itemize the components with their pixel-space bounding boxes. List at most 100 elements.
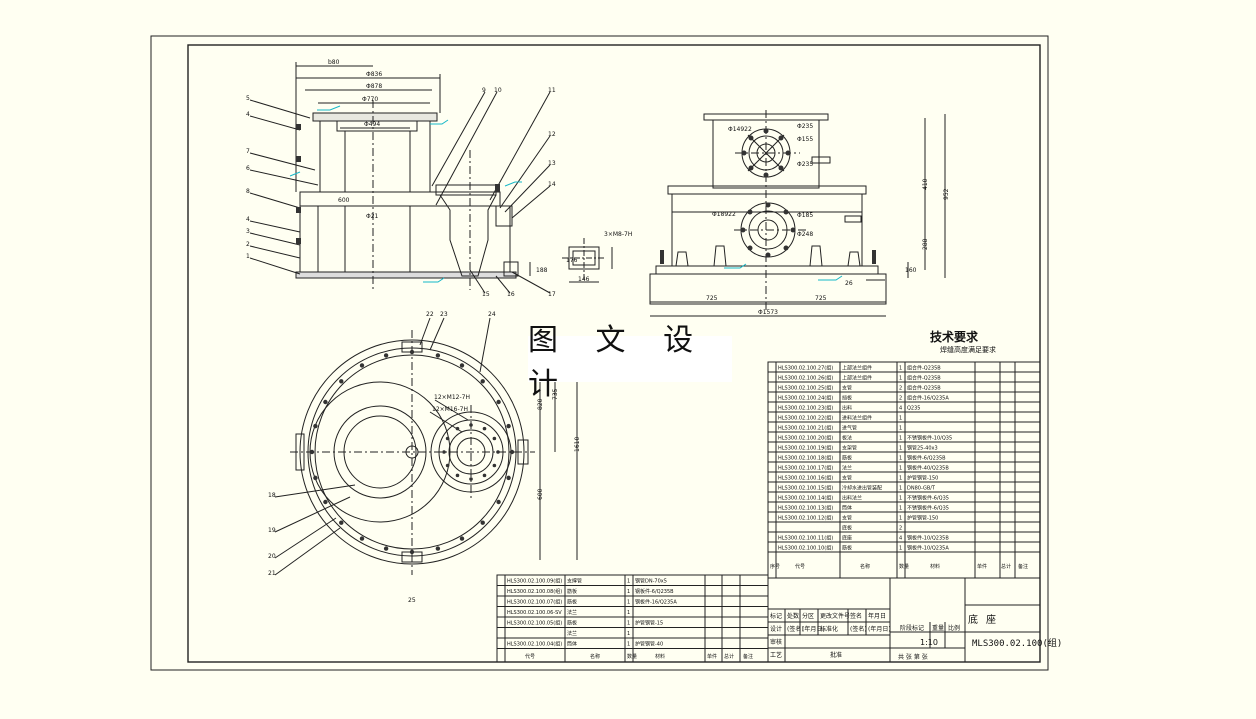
weight-label: 重量: [932, 624, 944, 632]
parts-cell: 组合件-Q235B: [907, 375, 941, 382]
bolt-hole: [323, 399, 328, 405]
parts-cell: 组合件-Q235B: [907, 365, 941, 372]
parts-cell: 底座: [842, 535, 852, 542]
dimension-label: 288: [922, 238, 929, 250]
bolt-hole: [469, 423, 473, 427]
parts-header: 数量: [627, 653, 637, 660]
parts-header: 总计: [724, 653, 734, 660]
balloon-number: 25: [408, 597, 416, 604]
bolt-hole: [492, 463, 497, 468]
standard-sign: (签名): [850, 625, 867, 633]
balloon-number: 9: [482, 87, 486, 94]
parts-cell: 2: [899, 526, 902, 532]
parts-cell: 护管钢管-150: [907, 475, 938, 482]
parts-cell: 钢板件-6/Q235B: [907, 455, 946, 462]
balloon-number: 11: [548, 87, 556, 94]
parts-cell: HLS300.02.100.18(组): [778, 455, 833, 462]
parts-cell: HLS300.02.100.24(组): [778, 395, 833, 402]
process-label: 工艺: [770, 651, 782, 659]
parts-header: 名称: [860, 563, 870, 570]
plan-bolts: [309, 349, 515, 555]
parts-cell: 组合件-16/Q235A: [907, 395, 949, 402]
bolt-hole: [480, 379, 485, 384]
balloon-number: 8: [246, 188, 250, 195]
dimension-label: 600: [338, 197, 350, 204]
balloon-number: 17: [548, 291, 556, 298]
bolt-hole: [409, 349, 415, 355]
parts-cell: HLS300.02.100.16(组): [778, 475, 833, 482]
dimension-label: 12×M12-7H: [434, 394, 470, 401]
dimension-label: Φ836: [366, 71, 382, 78]
approval-mark: 标记: [770, 612, 782, 620]
parts-cell: 1: [899, 426, 902, 432]
parts-header: 名称: [590, 653, 600, 660]
parts-cell: HLS300.02.100.17(组): [778, 465, 833, 472]
dimension-label: Φ770: [362, 96, 378, 103]
parts-cell: 4: [899, 536, 902, 542]
parts-header: 单件: [977, 563, 987, 570]
dimension-label: 160: [905, 267, 917, 274]
bolt-hole: [506, 423, 511, 429]
parts-cell: 1: [627, 631, 630, 637]
parts-cell: 筋板: [567, 620, 577, 627]
bolt-hole: [445, 436, 450, 441]
balloon-number: 21: [268, 570, 276, 577]
parts-cell: 1: [627, 621, 630, 627]
dimension-label: Φ1573: [758, 309, 778, 316]
balloon-number: 22: [426, 311, 434, 318]
bolt-hole: [482, 426, 487, 431]
parts-cell: HLS300.02.100.12(组): [778, 515, 833, 522]
parts-cell: HLS300.02.100.22(组): [778, 415, 833, 422]
parts-cell: HLS300.02.100.23(组): [778, 405, 833, 412]
parts-cell: HLS300.02.100.13(组): [778, 505, 833, 512]
dimension-label: 146: [578, 276, 590, 283]
dimension-label: 735: [552, 388, 559, 400]
bolt-hole: [455, 473, 460, 478]
dimension-label: 410: [922, 178, 929, 190]
parts-cell: 进料法兰组件: [842, 415, 872, 422]
balloon-number: 13: [548, 160, 556, 167]
approval-sign: 签名: [850, 612, 862, 620]
parts-cell: 1: [627, 589, 630, 595]
parts-cell: 法兰: [567, 609, 577, 616]
parts-cell: HLS300.02.100.09(组): [507, 578, 562, 585]
parts-header: 材料: [655, 653, 665, 660]
design-label: 设计: [770, 625, 782, 633]
parts-cell: 1: [899, 516, 902, 522]
design-sign: (签名): [787, 625, 804, 633]
balloon-number: 18: [268, 492, 276, 499]
dimension-label: 12×M16-7H: [432, 406, 468, 413]
bolt-hole: [496, 450, 500, 454]
balloon-number: 23: [440, 311, 448, 318]
dimension-label: Φ21: [366, 213, 379, 220]
balloon-number: 12: [548, 131, 556, 138]
bolt-hole: [480, 520, 485, 525]
balloon-number: 4: [246, 111, 250, 118]
balloon-number: 26: [845, 280, 853, 287]
parts-cell: HLS300.02.100.10(组): [778, 545, 833, 552]
parts-header: 序号: [770, 563, 780, 570]
dimension-label: 820: [537, 398, 544, 410]
parts-cell: 1: [899, 466, 902, 472]
dimension-label: 188: [536, 267, 548, 274]
dimension-label: 952: [943, 188, 950, 200]
parts-cell: 1: [899, 366, 902, 372]
parts-cell: HLS300.02.100.21(组): [778, 425, 833, 432]
bolt-hole: [459, 536, 465, 541]
parts-cell: 钢管25-40x3: [907, 445, 938, 452]
parts-cell: 筒体: [842, 505, 852, 512]
bolt-hole: [509, 449, 515, 455]
parts-cell: 护管钢管-15: [635, 620, 663, 627]
dimension-label: 725: [815, 295, 827, 302]
parts-cell: 底板: [842, 525, 852, 532]
parts-cell: 1: [627, 579, 630, 585]
parts-cell: 钢板件-16/Q235A: [635, 599, 677, 606]
dimension-label: b80: [328, 59, 340, 66]
parts-cell: 支撑管: [567, 578, 582, 585]
approve-label: 批准: [830, 651, 842, 659]
parts-cell: HLS300.02.100.14(组): [778, 495, 833, 502]
approval-count: 处数: [787, 612, 799, 620]
bolt-hole: [313, 475, 318, 481]
parts-header: 总计: [1001, 563, 1011, 570]
parts-cell: HLS300.02.100.25(组): [778, 385, 833, 392]
